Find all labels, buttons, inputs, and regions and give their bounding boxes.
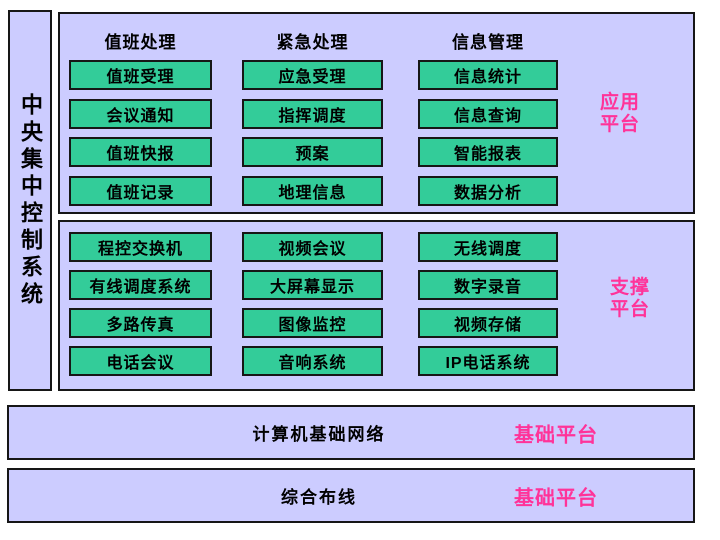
- module-box: 值班记录: [69, 176, 212, 206]
- support-platform-tag: 支撑平台: [610, 277, 651, 320]
- application-platform-panel: 值班处理 紧急处理 信息管理 值班受理 会议通知 值班快报 值班记录 应急受理 …: [58, 12, 695, 214]
- module-box: 有线调度系统: [69, 270, 212, 300]
- column-header-duty-processing: 值班处理: [104, 33, 177, 52]
- module-box: 程控交换机: [69, 232, 212, 262]
- base-platform-tag: 基础平台: [514, 424, 598, 446]
- module-box: 值班受理: [69, 60, 212, 90]
- application-platform-tag: 应用平台: [600, 92, 641, 135]
- module-box: 智能报表: [418, 137, 558, 167]
- module-box: 信息统计: [418, 60, 558, 90]
- module-box: 应急受理: [242, 60, 383, 90]
- support-platform-panel: 程控交换机 有线调度系统 多路传真 电话会议 视频会议 大屏幕显示 图像监控 音…: [58, 220, 695, 391]
- module-box: 地理信息: [242, 176, 383, 206]
- module-box: 大屏幕显示: [242, 270, 383, 300]
- base-platform-bar-network: 计算机基础网络 基础平台: [7, 405, 695, 460]
- central-control-system-box: 中央集中控制系统: [8, 10, 52, 391]
- module-box: 音响系统: [242, 346, 383, 376]
- module-box: 指挥调度: [242, 99, 383, 129]
- column-header-emergency-processing: 紧急处理: [276, 33, 349, 52]
- module-box: 电话会议: [69, 346, 212, 376]
- module-box: 多路传真: [69, 308, 212, 338]
- column-header-information-management: 信息管理: [452, 33, 524, 52]
- module-box: 预案: [242, 137, 383, 167]
- central-control-system-label: 中央集中控制系统: [18, 92, 43, 309]
- module-box: 数据分析: [418, 176, 558, 206]
- base-platform-tag: 基础平台: [514, 487, 598, 509]
- module-box: 值班快报: [69, 137, 212, 167]
- module-box: 数字录音: [418, 270, 558, 300]
- module-box: 图像监控: [242, 308, 383, 338]
- module-box: IP电话系统: [418, 346, 558, 376]
- base-platform-bar-cabling: 综合布线 基础平台: [7, 468, 695, 523]
- network-bar-label: 计算机基础网络: [252, 425, 386, 444]
- module-box: 信息查询: [418, 99, 558, 129]
- module-box: 无线调度: [418, 232, 558, 262]
- module-box: 视频会议: [242, 232, 383, 262]
- cabling-bar-label: 综合布线: [281, 488, 357, 507]
- module-box: 视频存储: [418, 308, 558, 338]
- module-box: 会议通知: [69, 99, 212, 129]
